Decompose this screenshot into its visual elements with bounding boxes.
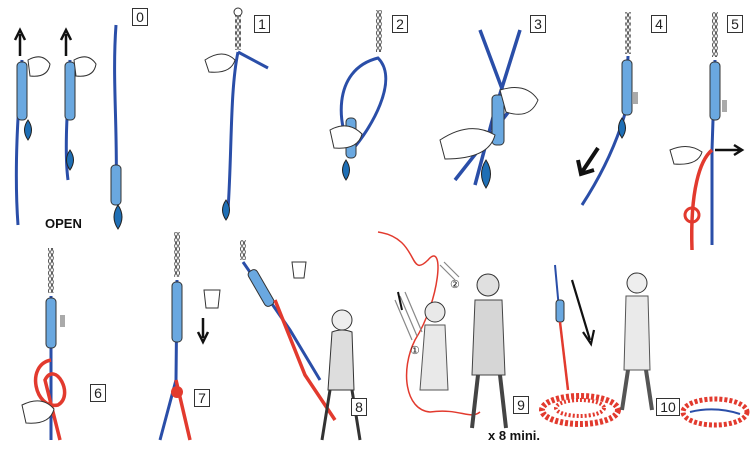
anchor-chain xyxy=(625,12,631,54)
step-number-1: 1 xyxy=(254,15,270,33)
sub-step-2-label: ② xyxy=(450,279,460,291)
step-number-2: 2 xyxy=(392,15,408,33)
rope-red-cascade xyxy=(377,231,481,416)
panel-5 xyxy=(669,12,745,251)
person-legs xyxy=(470,374,508,429)
device xyxy=(621,59,633,116)
drop xyxy=(481,159,491,189)
indicator-mark xyxy=(60,315,65,327)
panel-4 xyxy=(576,12,638,206)
person-figure-back xyxy=(419,324,449,391)
rope-red xyxy=(273,299,337,421)
helmet-icon xyxy=(626,272,648,294)
drop xyxy=(222,199,230,221)
anchor-chain xyxy=(376,10,382,52)
indicator-mark xyxy=(722,100,727,112)
hand-icon xyxy=(439,128,496,160)
step-number-3: 3 xyxy=(530,15,546,33)
rope-motion-lines xyxy=(439,261,460,281)
arrow-up-icon xyxy=(13,27,27,56)
person-figure xyxy=(623,295,651,371)
rope-pile-red xyxy=(539,393,621,427)
step-number-8: 8 xyxy=(351,398,367,416)
arrow-right-icon xyxy=(715,143,745,157)
helmet-icon xyxy=(476,273,500,297)
arrow-down-icon xyxy=(196,318,210,345)
duration-label: x 8 mini. xyxy=(488,428,541,443)
drop xyxy=(618,117,626,139)
person-figure xyxy=(327,329,355,391)
person-legs xyxy=(620,369,654,411)
device xyxy=(171,281,183,343)
arrow-icon xyxy=(397,291,403,311)
step-number-10: 10 xyxy=(656,398,680,416)
rope xyxy=(226,51,240,211)
panel-1 xyxy=(204,7,269,221)
rope-end xyxy=(237,50,269,70)
knot-red xyxy=(683,206,701,224)
anchor-chain xyxy=(235,10,241,50)
panel-3 xyxy=(439,29,539,189)
knot-red xyxy=(171,386,183,398)
anchor-chain xyxy=(48,248,54,293)
arrow-down-left-icon xyxy=(576,146,600,177)
panel-8 xyxy=(240,240,362,441)
hand-icon xyxy=(329,125,363,149)
anchor-chain xyxy=(240,240,246,260)
panel-10 xyxy=(539,264,750,428)
anchor-chain xyxy=(712,12,718,57)
panel-7 xyxy=(158,232,221,441)
anchor-bolt xyxy=(233,7,243,17)
hand-icon xyxy=(204,53,236,73)
panel-2 xyxy=(329,10,388,181)
hand-icon xyxy=(27,56,51,77)
device xyxy=(491,94,505,146)
hand-icon xyxy=(669,146,703,165)
sub-step-1-label: ① xyxy=(410,345,420,357)
arrow-down-icon xyxy=(570,279,596,347)
rope-blue-in-pile xyxy=(689,408,741,415)
device xyxy=(247,269,275,307)
rope-red xyxy=(689,148,714,251)
step-number-7: 7 xyxy=(194,389,210,407)
rope-pile-red-inner xyxy=(554,398,606,418)
arrow-up-icon xyxy=(59,27,73,56)
device-left xyxy=(16,61,28,121)
hand-icon xyxy=(21,400,55,424)
drop-left xyxy=(24,119,32,141)
helmet-icon xyxy=(331,309,353,331)
helmet-icon xyxy=(424,301,446,323)
panel-6 xyxy=(21,248,67,441)
drop-hanging xyxy=(113,204,123,230)
rope-red xyxy=(558,321,570,391)
device xyxy=(45,297,57,349)
anchor-chain xyxy=(174,232,180,277)
person-figure-front xyxy=(471,299,506,376)
device-middle xyxy=(64,61,76,121)
weight-icon xyxy=(203,289,221,309)
hand-icon xyxy=(499,87,539,115)
step-number-9: 9 xyxy=(513,396,529,414)
panel-0 xyxy=(13,24,123,230)
device xyxy=(555,299,565,323)
drop-middle xyxy=(66,149,74,171)
open-label: OPEN xyxy=(45,216,82,231)
step-number-5: 5 xyxy=(727,15,743,33)
device xyxy=(709,61,721,121)
step-number-4: 4 xyxy=(651,15,667,33)
step-number-0: 0 xyxy=(132,8,148,26)
rope-pile-mixed xyxy=(680,396,750,428)
drop xyxy=(342,159,350,181)
device-hanging xyxy=(110,164,122,206)
rope-red-knot xyxy=(33,358,67,441)
weight-icon xyxy=(291,261,307,279)
hand-icon xyxy=(73,56,97,77)
indicator-mark xyxy=(633,92,638,104)
step-number-6: 6 xyxy=(90,384,106,402)
rope-motion-lines xyxy=(394,291,423,341)
panel-9 xyxy=(377,231,508,429)
